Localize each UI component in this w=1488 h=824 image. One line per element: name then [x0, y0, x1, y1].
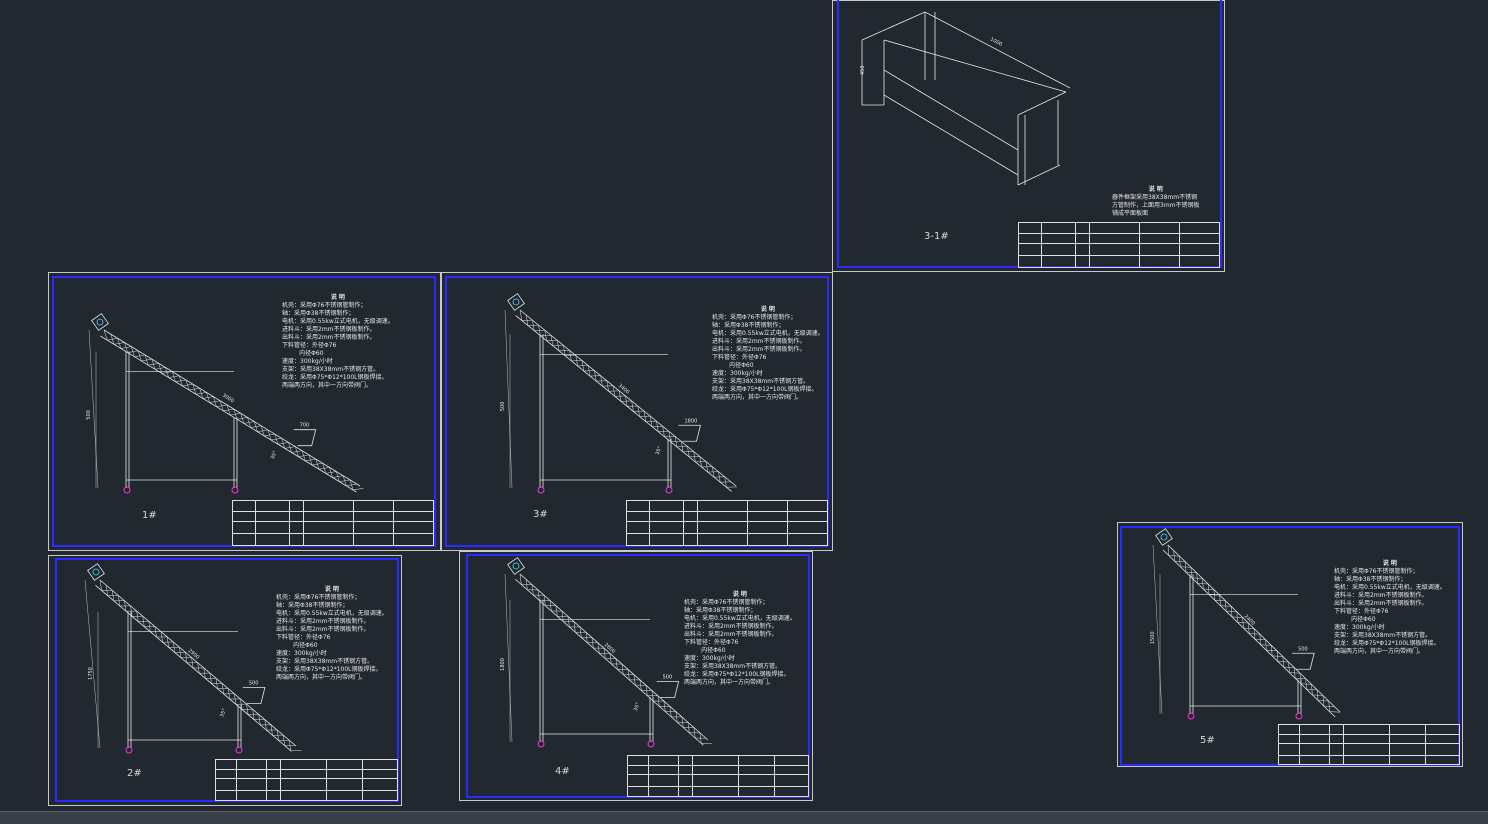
caster-marker — [648, 741, 654, 747]
truss-web — [1330, 712, 1341, 713]
dimension-text: 500 — [663, 674, 673, 680]
dimension-text: 500 — [1298, 646, 1308, 652]
motor-icon — [92, 314, 109, 331]
truss-web — [353, 488, 363, 490]
dimension-text: 35° — [655, 445, 664, 456]
dimension-text: 35° — [219, 707, 228, 718]
frame-member — [862, 12, 925, 40]
caster-marker — [1296, 713, 1302, 719]
truss-bottom-chord — [95, 585, 291, 751]
caster-marker — [666, 487, 672, 493]
feed-hopper — [243, 687, 265, 703]
dimension-text: 1750 — [88, 667, 94, 680]
feed-hopper — [1292, 653, 1314, 669]
caster-marker — [538, 741, 544, 747]
dimension-line — [505, 574, 512, 742]
truss-bottom-chord — [515, 579, 703, 745]
caster-marker — [1188, 713, 1194, 719]
motor-icon — [97, 319, 103, 325]
dimension-text: 35° — [270, 450, 279, 461]
dimension-text: 35° — [633, 701, 642, 712]
motor-icon — [513, 299, 519, 305]
feed-hopper — [678, 425, 700, 441]
dimension-text: 3400 — [617, 383, 631, 396]
motor-icon — [513, 563, 519, 569]
frame-member — [884, 40, 1066, 92]
dimension-line — [1153, 545, 1162, 714]
caster-marker — [124, 487, 130, 493]
status-bar — [0, 811, 1488, 824]
caster-marker — [538, 487, 544, 493]
frame-member — [925, 12, 1070, 88]
dimension-text: 1800 — [500, 658, 506, 671]
feed-hopper — [657, 681, 679, 697]
motor-icon — [1156, 529, 1173, 546]
dimension-text: 1800 — [684, 418, 697, 424]
truss-top-chord — [520, 574, 708, 740]
caster-marker — [236, 747, 242, 753]
dimension-text: 500 — [249, 680, 259, 686]
motor-icon — [508, 294, 525, 311]
dimension-line — [505, 310, 512, 488]
frame-member — [1018, 165, 1060, 185]
frame-member — [1018, 92, 1066, 115]
caster-marker — [126, 747, 132, 753]
dimension-text: 500 — [86, 410, 92, 420]
motor-icon — [1161, 534, 1167, 540]
dimension-text: 500 — [500, 402, 506, 412]
dimension-text: 2400 — [1243, 614, 1256, 627]
feed-hopper — [294, 430, 316, 446]
dimension-text: 1500 — [1150, 631, 1156, 644]
truss-top-chord — [520, 310, 736, 486]
motor-icon — [93, 569, 99, 575]
frame-member — [884, 95, 1018, 175]
truss-web — [520, 574, 521, 585]
truss-bottom-chord — [516, 315, 732, 491]
truss-web — [1168, 545, 1169, 556]
caster-marker — [232, 487, 238, 493]
motor-icon — [88, 564, 105, 581]
truss-top-chord — [104, 330, 360, 486]
truss-bottom-chord — [100, 336, 356, 492]
truss-top-chord — [100, 580, 296, 746]
motor-icon — [508, 558, 525, 575]
dimension-text: 1000 — [989, 36, 1003, 47]
dimension-text: 700 — [300, 423, 310, 429]
dimension-text: 450 — [860, 65, 866, 75]
frame-member — [884, 70, 1018, 150]
dimension-line — [89, 330, 98, 488]
dimension-line — [85, 580, 100, 748]
